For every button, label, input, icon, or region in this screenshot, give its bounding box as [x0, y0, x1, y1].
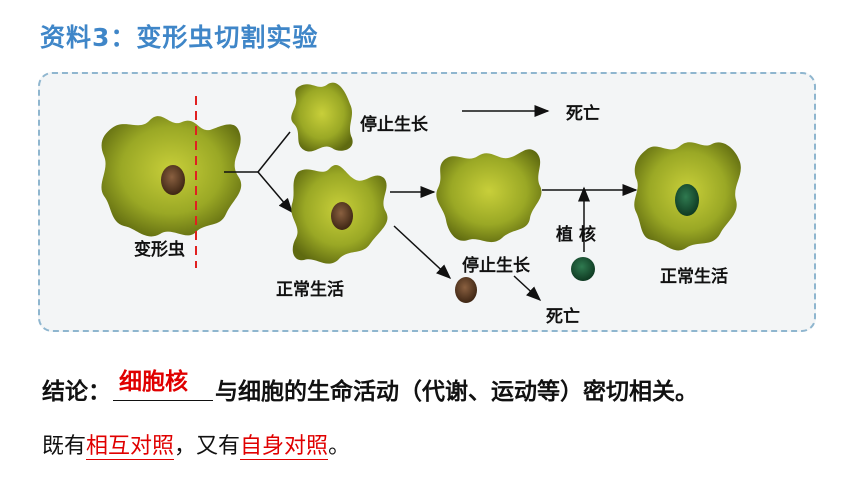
- note-highlight-mutual-control: 相互对照: [86, 434, 175, 460]
- nucleus-icon: [161, 165, 185, 195]
- amoeba-fragment-anucleate: [291, 82, 353, 152]
- arrow-to-removed-nucleus: [393, 225, 452, 280]
- label-implant-nucleus: 植 核: [556, 225, 596, 245]
- green-nucleus-icon: [675, 184, 699, 216]
- label-stop-growth-mid: 停止生长: [462, 256, 530, 276]
- label-death-bottom: 死亡: [546, 307, 580, 327]
- label-normal-life-left: 正常生活: [276, 280, 344, 300]
- conclusion-suffix: 与细胞的生命活动（代谢、运动等）密切相关。: [215, 379, 698, 405]
- branch-arrow-down: [257, 171, 293, 214]
- control-note: 既有相互对照，又有自身对照。: [42, 428, 350, 460]
- label-death-top: 死亡: [566, 104, 600, 124]
- note-part3: 。: [328, 434, 351, 459]
- implanted-nucleus-icon: [571, 257, 595, 281]
- amoeba-enucleated: [436, 149, 542, 243]
- nucleus-icon: [331, 202, 353, 230]
- conclusion-prefix: 结论：: [42, 379, 111, 405]
- note-highlight-self-control: 自身对照: [240, 434, 329, 460]
- slide-title: 资料3：变形虫切割实验: [40, 23, 319, 52]
- removed-nucleus-icon: [455, 277, 477, 303]
- note-part2: ，又有: [174, 434, 241, 459]
- label-amoeba: 变形虫: [134, 240, 185, 260]
- branch-arrow-up: [257, 131, 291, 173]
- answer-text: 细胞核: [119, 369, 188, 395]
- conclusion: 结论： 细胞核 与细胞的生命活动（代谢、运动等）密切相关。: [42, 369, 698, 406]
- answer-blank: 细胞核: [113, 369, 213, 401]
- label-normal-life-right: 正常生活: [660, 267, 728, 287]
- arrow-to-death-bottom: [513, 275, 542, 302]
- label-stop-growth-top: 停止生长: [360, 115, 428, 135]
- note-part1: 既有: [42, 434, 87, 459]
